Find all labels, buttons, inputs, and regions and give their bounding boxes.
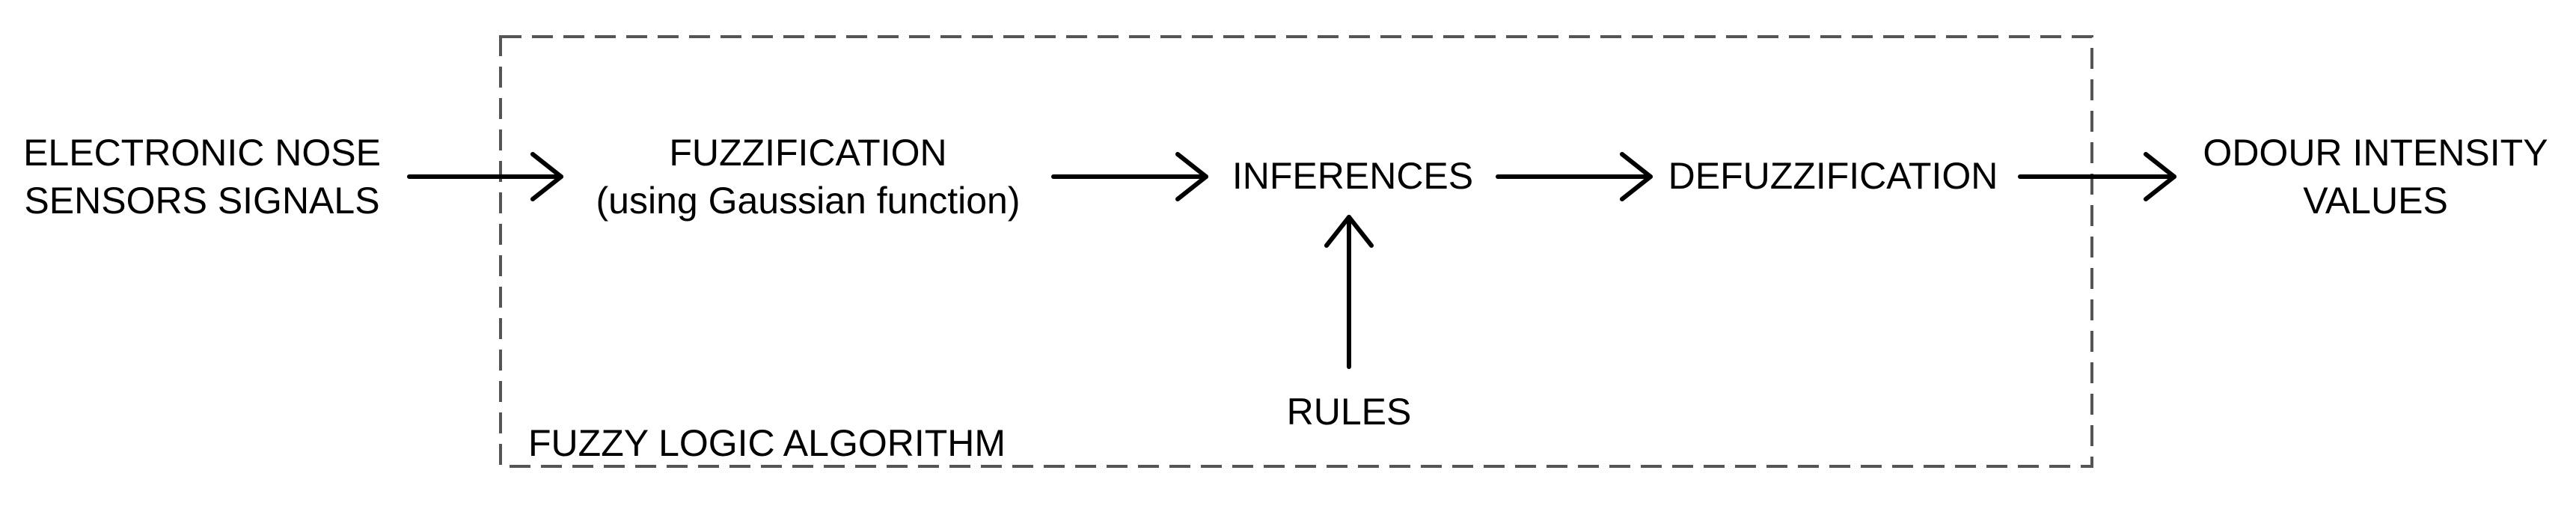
algorithm-box-title: FUZZY LOGIC ALGORITHM (528, 422, 1006, 464)
output-label: ODOUR INTENSITY VALUES (2185, 129, 2566, 225)
arrow-input-to-fuzzification (407, 152, 563, 201)
output-label-line1: ODOUR INTENSITY (2203, 132, 2548, 174)
arrow-defuzzification-to-output (2018, 152, 2176, 201)
arrow-rules-to-inferences (1324, 215, 1374, 369)
output-label-line2: VALUES (2303, 180, 2448, 222)
input-label-line2: SENSORS SIGNALS (24, 180, 380, 222)
algorithm-boundary (499, 35, 2093, 468)
rules-label: RULES (1286, 391, 1412, 433)
arrow-fuzzification-to-inferences (1051, 152, 1208, 201)
fuzzification-label: FUZZIFICATION (using Gaussian function) (569, 129, 1047, 225)
fuzzification-label-line2: (using Gaussian function) (596, 180, 1021, 222)
inferences-label: INFERENCES (1232, 155, 1474, 197)
input-label-line1: ELECTRONIC NOSE (23, 132, 381, 174)
input-label: ELECTRONIC NOSE SENSORS SIGNALS (0, 129, 404, 225)
defuzzification-label: DEFUZZIFICATION (1668, 155, 1998, 197)
arrow-inferences-to-defuzzification (1496, 152, 1653, 201)
fuzzification-label-line1: FUZZIFICATION (669, 132, 947, 174)
